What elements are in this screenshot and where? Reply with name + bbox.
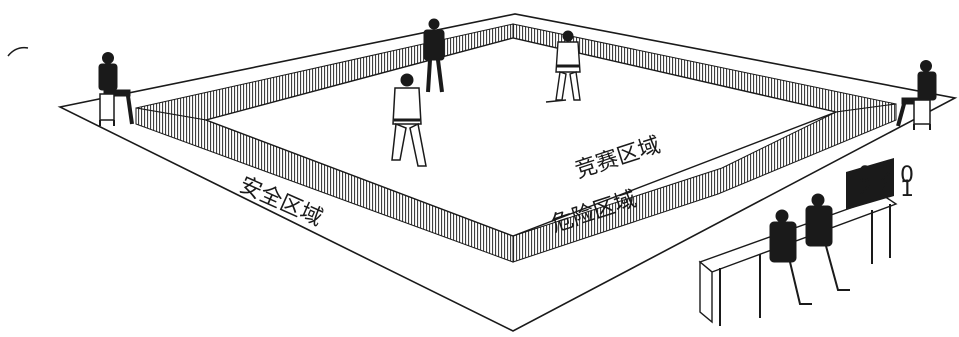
competition-area	[203, 37, 839, 237]
referee-figure	[423, 18, 445, 93]
danger-area	[135, 23, 897, 263]
scoreboard-row1: 0 2 0	[858, 163, 914, 188]
corner-judge-right	[896, 60, 937, 130]
competitor-near	[391, 73, 427, 167]
competitor-far	[545, 30, 581, 103]
seated-officials	[769, 193, 850, 305]
edge-arc	[7, 46, 29, 57]
scoreboard-row2: 2 4 1	[858, 177, 914, 202]
scoreboard: 0 2 0 2 4 1	[846, 158, 914, 210]
corner-judge-left	[98, 52, 134, 126]
